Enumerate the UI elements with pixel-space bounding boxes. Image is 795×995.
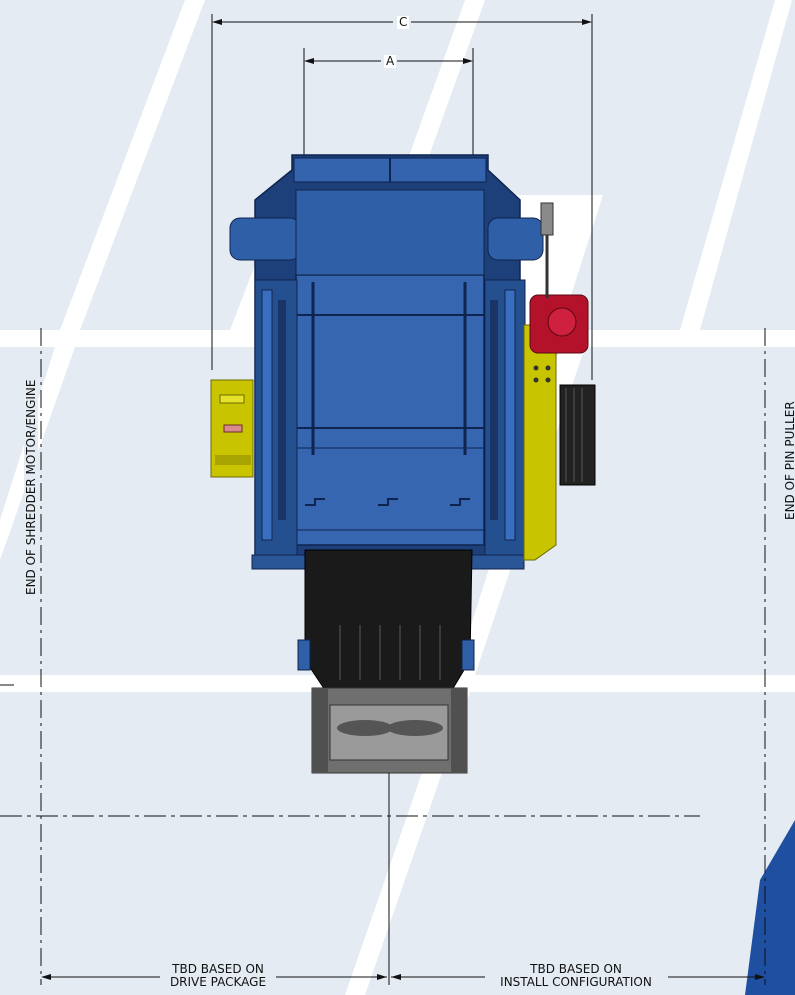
dimension-arrowheads: [41, 19, 765, 980]
discharge-hopper: [304, 549, 473, 691]
left-end-annotation: END OF SHREDDER MOTOR/ENGINE: [24, 376, 38, 598]
right-end-annotation: END OF PIN PULLER: [783, 398, 795, 523]
dimension-a-label: A: [384, 54, 397, 68]
dimension-lines: [0, 14, 766, 985]
flywheel: [559, 384, 596, 486]
pin-puller-handle: [540, 202, 554, 236]
bottom-left-line2: DRIVE PACKAGE: [169, 975, 267, 989]
shredder-machine: [210, 154, 596, 774]
bottom-right-line1: TBD BASED ON: [530, 962, 622, 976]
left-hydraulic-assembly: [254, 279, 298, 561]
dimension-c-label: C: [397, 15, 410, 29]
right-side-tube: [487, 217, 544, 261]
bottom-left-line1: TBD BASED ON: [172, 962, 264, 976]
bottom-right-annotation: TBD BASED ON INSTALL CONFIGURATION: [484, 963, 668, 989]
bottom-left-annotation: TBD BASED ON DRIVE PACKAGE: [162, 963, 274, 989]
right-yellow-guard: [523, 324, 557, 561]
bottom-right-line2: INSTALL CONFIGURATION: [500, 975, 652, 989]
left-side-tube: [229, 217, 301, 261]
